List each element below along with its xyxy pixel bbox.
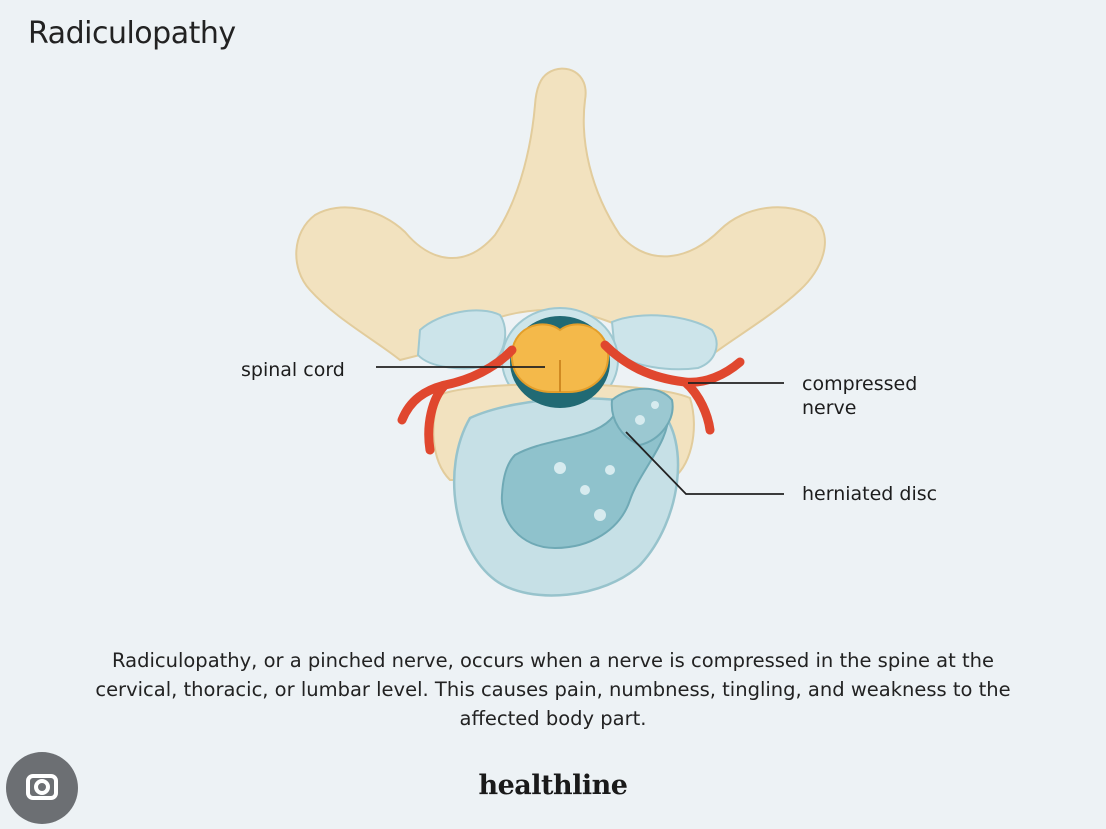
spinal-cord-label: spinal cord: [241, 359, 345, 381]
image-search-button[interactable]: [6, 752, 78, 824]
right-articular-process: [610, 314, 718, 371]
image-search-icon: [26, 774, 58, 800]
disc-nucleus: [500, 400, 670, 550]
brand-logo: healthline: [478, 770, 628, 801]
compressed-nerve-label: compressed nerve: [802, 373, 918, 419]
caption-text: Radiculopathy, or a pinched nerve, occur…: [95, 649, 1011, 730]
page-title: Radiculopathy: [28, 16, 236, 51]
left-nerve-root: [397, 345, 517, 455]
herniated-disc-label: herniated disc: [802, 483, 938, 505]
compressed-nerve-root: [600, 340, 745, 435]
herniated-disc-leader: [625, 431, 784, 495]
vertebra-diagram: [295, 67, 826, 597]
